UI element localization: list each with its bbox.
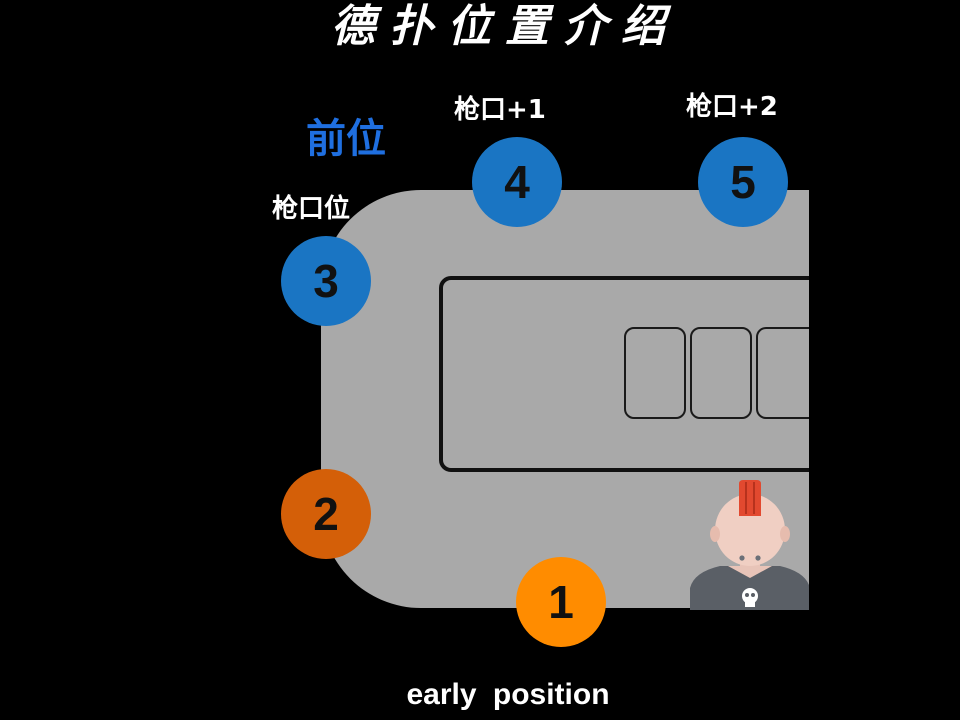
seat-5: 5: [698, 137, 788, 227]
seat-4: 4: [472, 137, 562, 227]
subtitle-caption: early position: [406, 678, 610, 711]
seat-3: 3: [281, 236, 371, 326]
community-card-area: [439, 276, 809, 472]
punk-player-avatar-icon: [690, 480, 809, 610]
seat-1: 1: [516, 557, 606, 647]
page-title: 德扑位置介绍: [331, 1, 679, 52]
early-position-group-label: 前位: [306, 116, 386, 162]
seat-2: 2: [281, 469, 371, 559]
seat-3-label: 枪口位: [272, 194, 351, 224]
community-card-slot: [690, 327, 752, 419]
seat-4-label: 枪口+1: [454, 95, 546, 125]
seat-5-label: 枪口+2: [686, 92, 778, 122]
community-card-slot: [756, 327, 809, 419]
community-card-slot: [624, 327, 686, 419]
poker-diagram: 前位 枪口位 枪口+1 枪口+2 4 5 3 2 1: [272, 92, 809, 647]
